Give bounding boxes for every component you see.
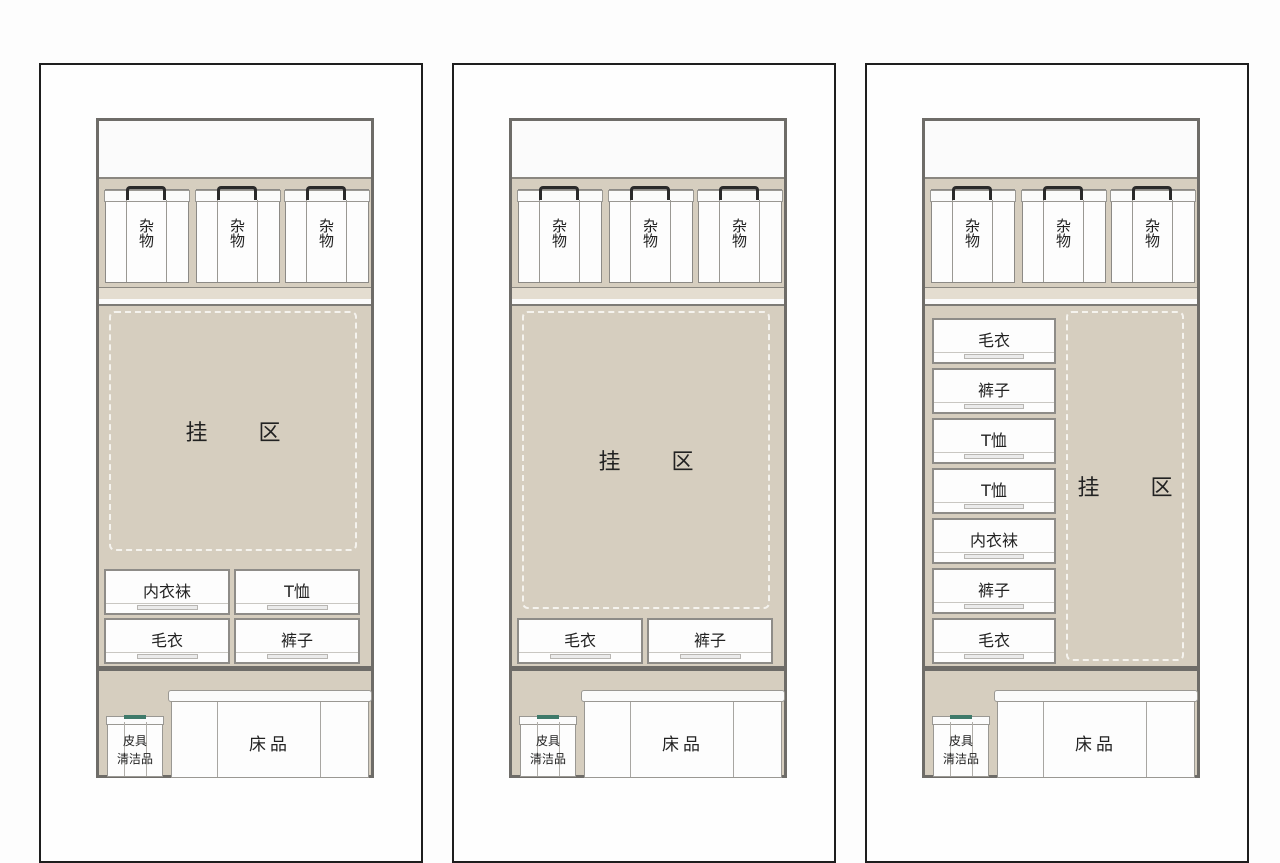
drawer: 毛衣 [932,618,1056,664]
drawer-pull-icon [964,654,1024,659]
hanging-zone: 挂 区 [522,311,770,609]
storage-box: 杂物 [697,186,783,283]
drawer: T恤 [932,468,1056,514]
wardrobe-frame: 杂物 杂物 杂物 挂 区 内衣袜 T恤 毛衣 裤子 床品 皮具清洁品 [96,118,374,778]
drawer: 内衣袜 [932,518,1056,564]
wardrobe-panel-2: 杂物 杂物 杂物 挂 区 毛衣 裤子 床品 皮具清洁品 [452,63,836,863]
divider [925,666,1197,671]
drawer-pull-icon [964,454,1024,459]
wardrobe-frame: 杂物 杂物 杂物 毛衣 裤子 T恤 T恤 内衣袜 裤子 毛衣 挂 区 床品 皮具… [922,118,1200,778]
drawer: 毛衣 [517,618,643,664]
handle-icon [1132,186,1172,200]
hanging-rail [99,299,371,306]
drawer-pull-icon [964,354,1024,359]
storage-box: 杂物 [930,186,1016,283]
cleaning-box: 皮具清洁品 [519,715,577,777]
wardrobe-panel-3: 杂物 杂物 杂物 毛衣 裤子 T恤 T恤 内衣袜 裤子 毛衣 挂 区 床品 皮具… [865,63,1249,863]
handle-icon [126,186,166,200]
drawer: T恤 [234,569,360,615]
bedding-box: 床品 [168,690,372,778]
drawer: 内衣袜 [104,569,230,615]
hanging-zone: 挂 区 [1066,311,1184,661]
top-cabinet [512,121,784,179]
hanging-rail [925,299,1197,306]
drawer-pull-icon [679,654,741,659]
strap-icon [124,715,146,719]
wardrobe-frame: 杂物 杂物 杂物 挂 区 毛衣 裤子 床品 皮具清洁品 [509,118,787,778]
handle-icon [217,186,257,200]
cleaning-box: 皮具清洁品 [106,715,164,777]
drawer: 裤子 [234,618,360,664]
handle-icon [539,186,579,200]
drawer: 裤子 [647,618,773,664]
bedding-box: 床品 [994,690,1198,778]
drawer: 毛衣 [932,318,1056,364]
divider [99,666,371,671]
handle-icon [1043,186,1083,200]
storage-box: 杂物 [284,186,370,283]
drawer: 裤子 [932,568,1056,614]
drawer-pull-icon [964,554,1024,559]
drawer-pull-icon [136,654,198,659]
storage-box: 杂物 [195,186,281,283]
bedding-box: 床品 [581,690,785,778]
handle-icon [952,186,992,200]
strap-icon [537,715,559,719]
strap-icon [950,715,972,719]
drawer-pull-icon [964,604,1024,609]
hanging-rail [512,299,784,306]
storage-box: 杂物 [1021,186,1107,283]
drawer: T恤 [932,418,1056,464]
drawer: 毛衣 [104,618,230,664]
drawer-pull-icon [266,605,328,610]
hanging-zone: 挂 区 [109,311,357,551]
top-cabinet [925,121,1197,179]
drawer-pull-icon [964,504,1024,509]
drawer-pull-icon [136,605,198,610]
cleaning-box: 皮具清洁品 [932,715,990,777]
divider [512,666,784,671]
storage-box: 杂物 [1110,186,1196,283]
storage-box: 杂物 [517,186,603,283]
storage-box: 杂物 [608,186,694,283]
drawer-pull-icon [266,654,328,659]
handle-icon [630,186,670,200]
wardrobe-panel-1: 杂物 杂物 杂物 挂 区 内衣袜 T恤 毛衣 裤子 床品 皮具清洁品 [39,63,423,863]
drawer-pull-icon [549,654,611,659]
handle-icon [719,186,759,200]
top-cabinet [99,121,371,179]
handle-icon [306,186,346,200]
storage-box: 杂物 [104,186,190,283]
drawer-pull-icon [964,404,1024,409]
drawer: 裤子 [932,368,1056,414]
